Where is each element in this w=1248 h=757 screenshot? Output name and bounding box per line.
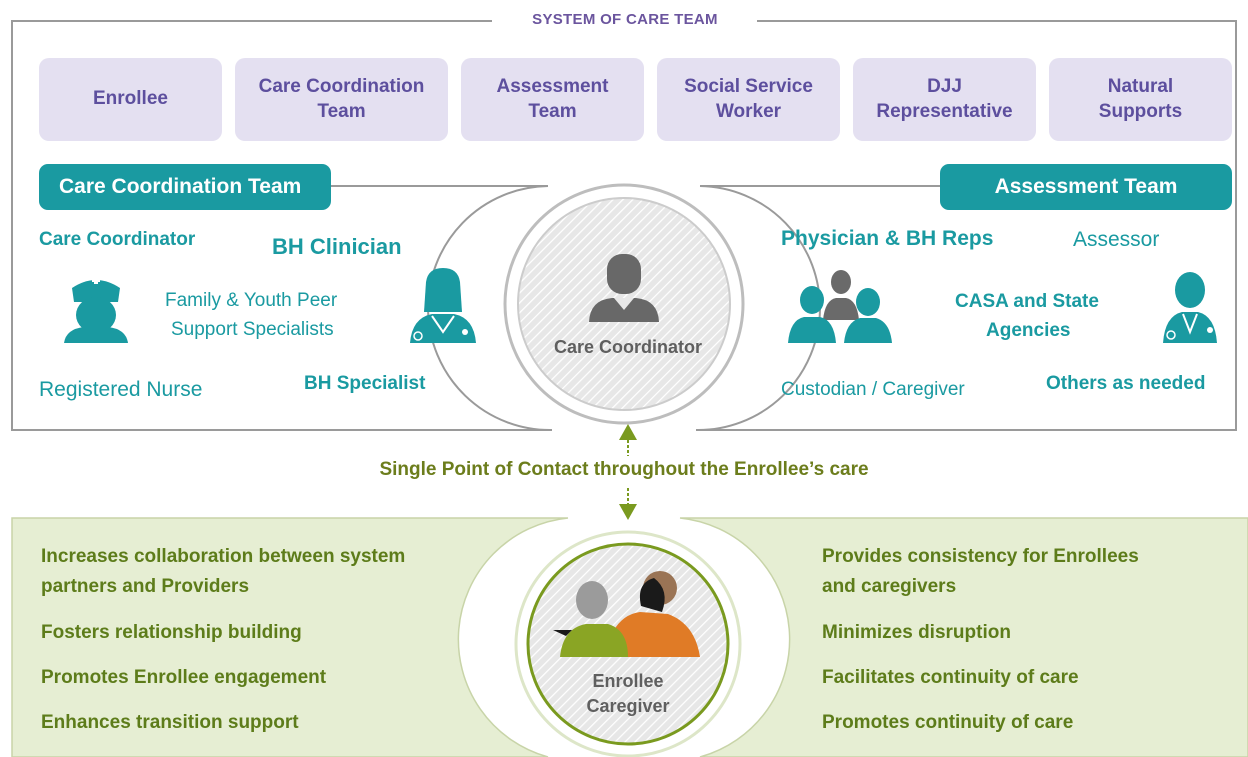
peer-support-role-line2: Support Specialists	[171, 319, 334, 340]
custodian-caregiver-role: Custodian / Caregiver	[781, 379, 965, 400]
connector-arrows	[619, 424, 637, 520]
peer-support-role-line1: Family & Youth Peer	[165, 290, 338, 311]
registered-nurse-role: Registered Nurse	[39, 378, 203, 401]
assessor-role: Assessor	[1073, 228, 1160, 251]
system-of-care-title: SYSTEM OF CARE TEAM	[500, 11, 750, 28]
care-coordinator-person-icon	[589, 254, 659, 322]
male-doctor-icon	[1163, 272, 1217, 343]
single-point-of-contact-label: Single Point of Contact throughout the E…	[379, 459, 869, 480]
caregiver-figure-icon	[605, 571, 700, 657]
casa-role-line2: Agencies	[986, 320, 1071, 341]
assessment-team-header: Assessment Team	[940, 164, 1232, 210]
female-doctor-icon	[410, 268, 476, 343]
team-box-care-coordination: Care Coordination Team	[235, 58, 448, 141]
bh-clinician-role: BH Clinician	[272, 234, 402, 259]
team-box-djj-representative: DJJ Representative	[853, 58, 1036, 141]
casa-role-line1: CASA and State	[955, 291, 1099, 312]
benefit-left-relationship: Fosters relationship building	[41, 622, 302, 643]
benefit-left-transition: Enhances transition support	[41, 712, 299, 733]
benefit-right-promotes-continuity: Promotes continuity of care	[822, 712, 1074, 733]
care-coordination-team-header: Care Coordination Team	[39, 164, 331, 210]
benefit-right-facilitates-continuity: Facilitates continuity of care	[822, 667, 1079, 688]
care-coordinator-role: Care Coordinator	[39, 229, 196, 250]
group-of-people-icon	[788, 270, 892, 343]
nurse-icon	[64, 277, 128, 343]
enrollee-figure-icon	[553, 581, 628, 657]
benefit-left-engagement: Promotes Enrollee engagement	[41, 667, 327, 688]
team-box-natural-supports: Natural Supports	[1049, 58, 1232, 141]
enrollee-caregiver-center-label: Enrollee Caregiver	[586, 671, 670, 716]
care-coordinator-center-label: Care Coordinator	[553, 337, 703, 357]
team-box-enrollee: Enrollee	[39, 58, 222, 141]
benefits-panels	[11, 517, 1248, 757]
team-box-assessment: Assessment Team	[461, 58, 644, 141]
benefit-left-collaboration: Increases collaboration between system p…	[41, 546, 406, 597]
others-as-needed-role: Others as needed	[1046, 373, 1206, 394]
benefit-right-consistency: Provides consistency for Enrollees and c…	[822, 546, 1139, 597]
bh-specialist-role: BH Specialist	[304, 373, 426, 394]
physician-bh-reps-role: Physician & BH Reps	[781, 227, 994, 250]
team-box-social-service-worker: Social Service Worker	[657, 58, 840, 141]
benefit-right-disruption: Minimizes disruption	[822, 622, 1011, 643]
